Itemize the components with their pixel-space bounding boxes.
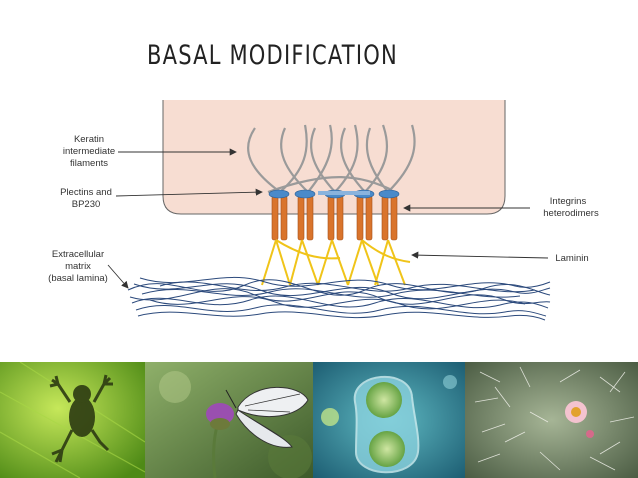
label-keratin-1: Keratin bbox=[74, 134, 104, 145]
butterfly-icon bbox=[225, 386, 309, 448]
label-integrins-2: heterodimers bbox=[543, 208, 599, 219]
label-ecm-2: matrix bbox=[65, 261, 91, 272]
cactus-flower bbox=[565, 401, 594, 438]
thistle-flower bbox=[206, 403, 234, 430]
plectins-bp230 bbox=[268, 189, 400, 199]
label-keratin-2: intermediate bbox=[63, 146, 115, 157]
label-plectins-1: Plectins and bbox=[60, 187, 112, 198]
leader-lines bbox=[107, 148, 549, 289]
photo-dividing-cell bbox=[313, 362, 465, 478]
label-integrins-1: Integrins bbox=[550, 196, 587, 207]
photo-cactus-with-flower bbox=[465, 362, 638, 478]
slide-title: BASAL MODIFICATION bbox=[147, 40, 398, 71]
keratin-filaments bbox=[247, 124, 416, 194]
label-plectins-2: BP230 bbox=[72, 199, 101, 210]
photo-strip bbox=[0, 362, 638, 478]
photo-butterfly-on-thistle bbox=[145, 362, 313, 478]
extracellular-matrix bbox=[127, 276, 551, 321]
frog-icon bbox=[49, 374, 113, 463]
label-ecm-1: Extracellular bbox=[52, 249, 104, 260]
laminin bbox=[261, 239, 411, 286]
label-keratin-3: filaments bbox=[70, 158, 108, 169]
cactus-icon bbox=[474, 366, 635, 471]
label-ecm-3: (basal lamina) bbox=[48, 273, 108, 284]
integrin-heterodimers bbox=[271, 195, 398, 241]
basal-diagram: Keratin intermediate filaments Plectins … bbox=[48, 100, 599, 321]
cell-icon bbox=[353, 375, 420, 474]
photo-frog-on-leaf bbox=[0, 362, 146, 478]
label-laminin: Laminin bbox=[555, 253, 588, 264]
